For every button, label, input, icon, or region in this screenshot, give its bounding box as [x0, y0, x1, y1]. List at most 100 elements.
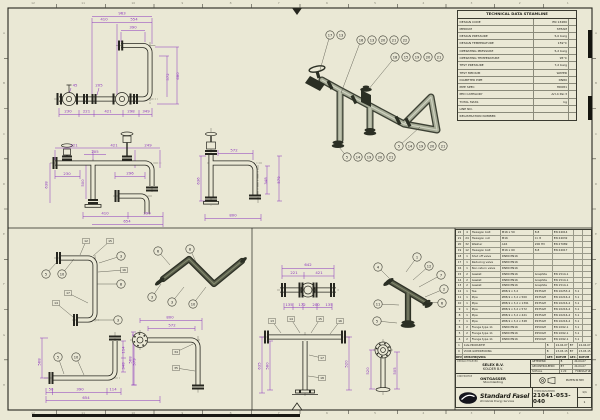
weld-tag-number: 17: [320, 356, 324, 360]
dimension-label: 572: [165, 73, 170, 81]
revision-row: 0 VOOR GOEDKEURING B 23-03-15 BT 23-03-1…: [456, 349, 591, 356]
balloon-callout: [185, 244, 195, 254]
weld-tag-number: 17: [66, 291, 70, 295]
weld-tag: [316, 316, 324, 322]
technical-data-value: [533, 106, 568, 113]
bom-standard: EN 24032: [552, 235, 573, 241]
bom-comment: [582, 295, 591, 301]
balloon-callout: [325, 30, 335, 40]
bom-qty: 2: [463, 271, 470, 277]
bom-row: 7 1 Pipe Ø88,9 x 3,2 x 348 P235GH EN 102…: [456, 319, 591, 325]
bom-description: Pipe: [470, 319, 500, 324]
weld-tag-number: 16: [338, 319, 342, 323]
drawn-by: B: [558, 360, 573, 364]
dimension-label: 421: [104, 109, 112, 114]
dimension-label: 635: [257, 362, 262, 370]
technical-data-spare-cell: [568, 62, 576, 69]
weld-tag-number: 12: [84, 239, 88, 243]
bom-cert: [573, 241, 582, 247]
checked-date: 24-04-07: [572, 364, 591, 369]
grid-label: A: [594, 31, 598, 36]
technical-data-value: STEAM: [533, 25, 568, 33]
grid-label: G: [594, 332, 598, 337]
balloon-number: 8: [189, 247, 192, 251]
dimension-label: 135: [325, 302, 333, 307]
bom-standard: EN 10216-2: [552, 295, 573, 301]
bom-pos: 16: [457, 265, 462, 270]
balloon-callout: [424, 261, 434, 271]
bom-dimension: DN80 PN16: [500, 265, 533, 271]
drawing-number-label: TEKENINGNUMMER: [534, 390, 556, 393]
revision-header-cell: DATUM: [554, 355, 567, 361]
dimension-label: 654: [123, 219, 131, 224]
bom-comment: [582, 235, 591, 241]
revision-number: 0: [458, 350, 460, 354]
format-value: A1: [588, 369, 591, 373]
bom-description: Washer: [470, 241, 500, 247]
technical-data-spare-cell: [568, 69, 576, 76]
bom-qty: 2: [463, 336, 470, 342]
bom-description: Gasket: [470, 283, 500, 289]
balloon-number: 6: [157, 249, 160, 253]
weld-tag: [52, 300, 60, 306]
grid-label: D: [2, 181, 6, 186]
technical-data-value: HD081: [533, 84, 568, 91]
balloon-callout: [364, 152, 374, 162]
dimension-label: 579: [276, 176, 281, 184]
technical-data-row: MEDIUM STEAM: [458, 25, 576, 34]
grid-label: 10: [131, 1, 136, 5]
balloon-number: 20: [381, 38, 386, 42]
dimension-label: 410: [100, 17, 108, 22]
grid-label: A: [2, 31, 6, 36]
company-name: Standard Fasel: [480, 392, 530, 400]
bom-dimension: DN80 PN16: [500, 253, 533, 259]
grid-label: F: [595, 282, 597, 287]
bom-description: Hexagon nut: [470, 235, 500, 241]
bom-row: 6 2 Flange type 11 DN80 PN16 P250GH EN 1…: [456, 325, 591, 331]
balloon-number: 4: [377, 265, 380, 269]
weld-tag-number: 14: [289, 317, 293, 321]
grid-label: C: [594, 131, 598, 136]
bom-dimension: Ø88,9 x 3,2 x 500: [500, 295, 533, 301]
dimension-label: 298: [127, 109, 135, 114]
subject-title: ONTGASSER: [480, 375, 506, 381]
balloon-number: 1: [416, 255, 418, 259]
bom-row: 19 12 Hexagon bolt M16 x 60 8.8 EN 24017: [456, 247, 591, 254]
grid-label: 8: [229, 1, 232, 5]
bom-cert: 3.1: [573, 307, 582, 313]
bom-material: P250GH: [533, 336, 552, 342]
dimension-label: 572: [230, 148, 238, 153]
bom-qty: 2: [463, 325, 470, 330]
bom-material: Cl. 8: [533, 235, 552, 241]
bom-qty: 1: [463, 319, 470, 324]
bom-qty: 1: [463, 307, 470, 313]
bom-description: Pipe: [470, 313, 500, 319]
technical-data-value: 7,2 barg: [533, 62, 568, 69]
balloon-leader: [319, 34, 331, 71]
technical-data-row: OPERATING TEMPERATURE 95°C: [458, 54, 576, 63]
balloon-number: 10: [60, 272, 65, 276]
balloon-number: 20: [430, 144, 435, 148]
grid-label: 1: [566, 1, 569, 5]
technical-data-label: TEST PRESSURE: [459, 63, 484, 68]
scale-label: SCHAAL: [532, 369, 543, 373]
bom-cert: 3.1: [573, 325, 582, 330]
balloon-callout: [437, 298, 447, 308]
bom-dimension: DN80 PN16: [500, 330, 533, 336]
technical-data-label: DESIGN PRESSURE: [459, 34, 488, 39]
bom-dimension: Ø88,9 x 3,2 x 1391: [500, 301, 533, 307]
dimension-label: 636: [196, 177, 201, 185]
bom-pos: 20: [457, 241, 462, 246]
technical-data-value: 5,2 barg: [533, 47, 568, 54]
balloon-number: 22: [403, 38, 408, 42]
bom-dimension: DN80 PN16: [500, 283, 533, 289]
bom-description: Flange type 11: [470, 325, 500, 330]
bom-pos: 6: [458, 325, 461, 329]
balloon-callout: [373, 262, 383, 272]
technical-data-label: PIPE SPEC: [459, 85, 475, 90]
